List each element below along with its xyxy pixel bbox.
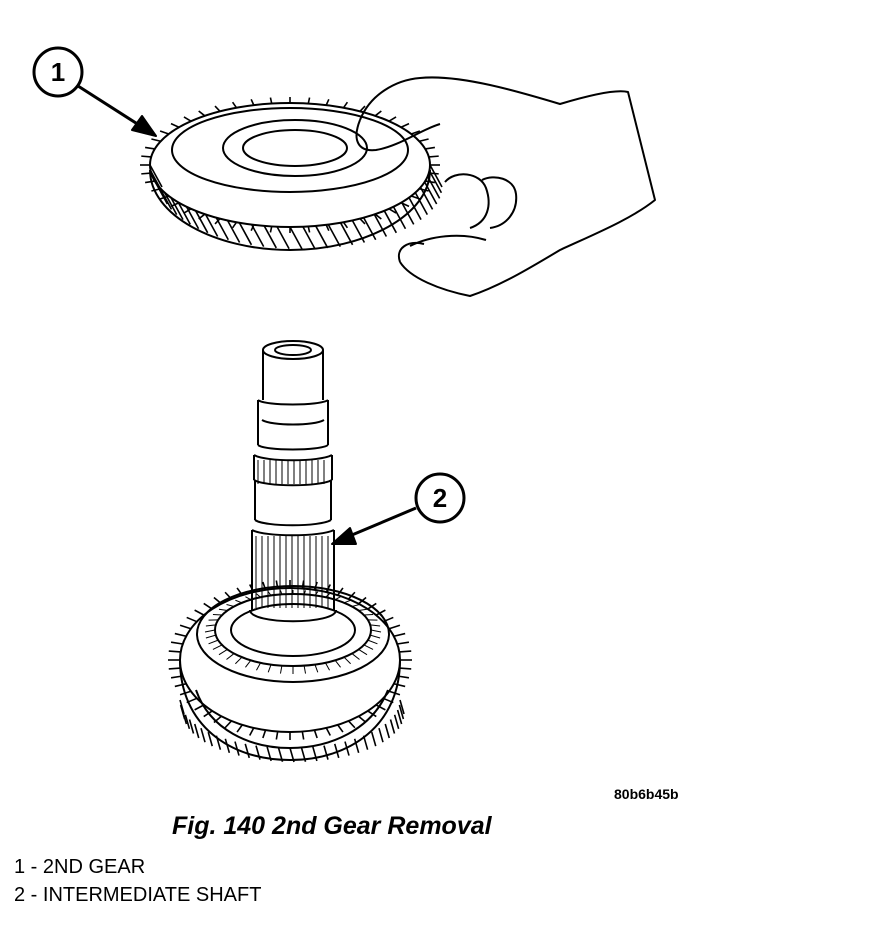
intermediate-shaft-illustration <box>168 340 412 763</box>
callout-1 <box>32 46 157 137</box>
second-gear-illustration <box>140 97 443 251</box>
figure-caption: Fig. 140 2nd Gear Removal <box>172 812 492 840</box>
callout-1-number: 1 <box>51 57 65 87</box>
hand-illustration <box>355 76 656 297</box>
callout-2 <box>331 472 466 545</box>
legend-item-intermediate-shaft: 2 - INTERMEDIATE SHAFT <box>14 884 262 906</box>
image-reference-code: 80b6b45b <box>614 786 679 802</box>
figure-illustration: 1 2 <box>32 46 656 763</box>
legend-item-second-gear: 1 - 2ND GEAR <box>14 856 146 878</box>
callout-2-number: 2 <box>433 483 447 513</box>
